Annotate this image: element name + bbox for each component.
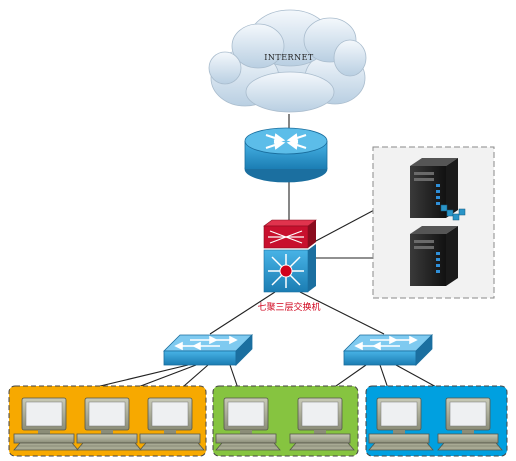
cable-icon — [440, 204, 466, 221]
server-icon — [410, 226, 458, 286]
internet-label: INTERNET — [264, 53, 314, 62]
link-core-switch-right — [299, 291, 385, 335]
core-switch-icon — [263, 219, 317, 293]
router-icon — [244, 127, 328, 183]
switch-left-icon — [163, 334, 253, 366]
switch-right-icon — [343, 334, 433, 366]
internet-cloud — [208, 9, 367, 113]
core-switch-label: 七聚三层交换机 — [257, 301, 320, 313]
link-core-switch-left — [209, 291, 276, 335]
server-icon — [410, 158, 458, 218]
